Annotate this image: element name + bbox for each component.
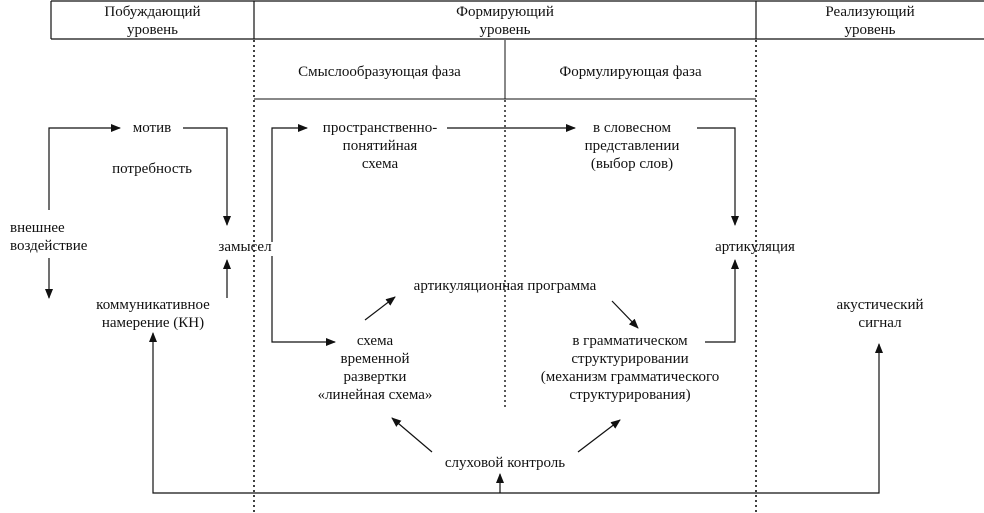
arrow-feedback-to-kn (149, 332, 500, 494)
header-inducing-line1: Побуждающий (104, 4, 201, 20)
header-realizing-level: Реализующий уровень (756, 3, 984, 39)
node-spatial-scheme: пространственно- понятийная схема (305, 119, 455, 173)
header-inducing-level: Побуждающий уровень (51, 3, 254, 39)
node-external-line1: внешнее (10, 220, 65, 236)
node-intention: замысел (218, 239, 272, 255)
node-temporal-line3: развертки (343, 369, 407, 385)
node-grammatical-line1: в грамматическом (572, 333, 688, 349)
node-articulation: артикуляция (715, 239, 795, 255)
node-verbal-line3: (выбор слов) (590, 156, 674, 172)
node-verbal-line1: в словесном (593, 120, 671, 136)
phase-meaning-label: Смыслообразующая фаза (298, 64, 461, 80)
node-communicative-line2: намерение (КН) (101, 315, 205, 331)
node-acoustic: акустический сигнал (805, 296, 955, 332)
node-communicative: коммуникативное намерение (КН) (83, 296, 223, 332)
header-inducing-line2: уровень (126, 22, 179, 38)
header-realizing-line1: Реализующий (825, 4, 915, 20)
arrow-feedback-to-acoustic (500, 343, 883, 494)
connectors (45, 124, 883, 494)
arrow-temporal-to-program (364, 296, 396, 321)
arrow-control-to-temporal (391, 417, 433, 453)
arrow-control-to-grammar (577, 419, 621, 453)
level-dividers (253, 40, 757, 513)
node-articulation-program: артикуляционная программа (413, 278, 597, 294)
arrow-intention-to-temporal (271, 256, 336, 346)
node-temporal-line2: временной (340, 351, 410, 367)
node-temporal-scheme: схема временной развертки «линейная схем… (300, 332, 450, 404)
node-spatial-line2: понятийная (342, 138, 418, 154)
node-external-line2: воздействие (10, 238, 88, 254)
header-realizing-line2: уровень (844, 22, 896, 38)
arrow-verbal-to-articulation (697, 127, 739, 226)
node-need: потребность (112, 161, 192, 177)
node-temporal-line4: «линейная схема» (317, 387, 433, 403)
node-grammatical-line4: структурирования) (569, 387, 691, 403)
node-verbal-line2: представлении (584, 138, 680, 154)
node-external: внешнее воздействие (10, 219, 87, 255)
node-spatial-line1: пространственно- (322, 120, 438, 136)
node-temporal-line1: схема (356, 333, 394, 349)
node-auditory-control: слуховой контроль (444, 455, 566, 471)
node-communicative-line1: коммуникативное (96, 297, 210, 313)
arrow-grammar-to-articulation (705, 259, 739, 343)
node-verbal: в словесном представлении (выбор слов) (562, 119, 702, 173)
header-forming-line2: уровень (479, 22, 531, 38)
node-grammatical: в грамматическом структурировании (механ… (520, 332, 740, 404)
header-forming-line1: Формирующий (456, 4, 554, 20)
arrow-external-to-motive (48, 124, 121, 210)
node-acoustic-line2: сигнал (858, 315, 902, 331)
node-grammatical-line3: (механизм грамматического (540, 369, 720, 385)
arrow-motive-to-intention (183, 127, 231, 226)
header-band (50, 0, 984, 40)
arrow-intention-to-spatial (271, 124, 308, 242)
node-motive: мотив (132, 120, 172, 136)
header-forming-level: Формирующий уровень (254, 3, 756, 39)
node-acoustic-line1: акустический (836, 297, 924, 313)
phase-formulating-label: Формулирующая фаза (559, 64, 702, 80)
node-spatial-line3: схема (361, 156, 399, 172)
node-grammatical-line2: структурировании (571, 351, 689, 367)
arrow-program-to-grammar (611, 300, 639, 329)
